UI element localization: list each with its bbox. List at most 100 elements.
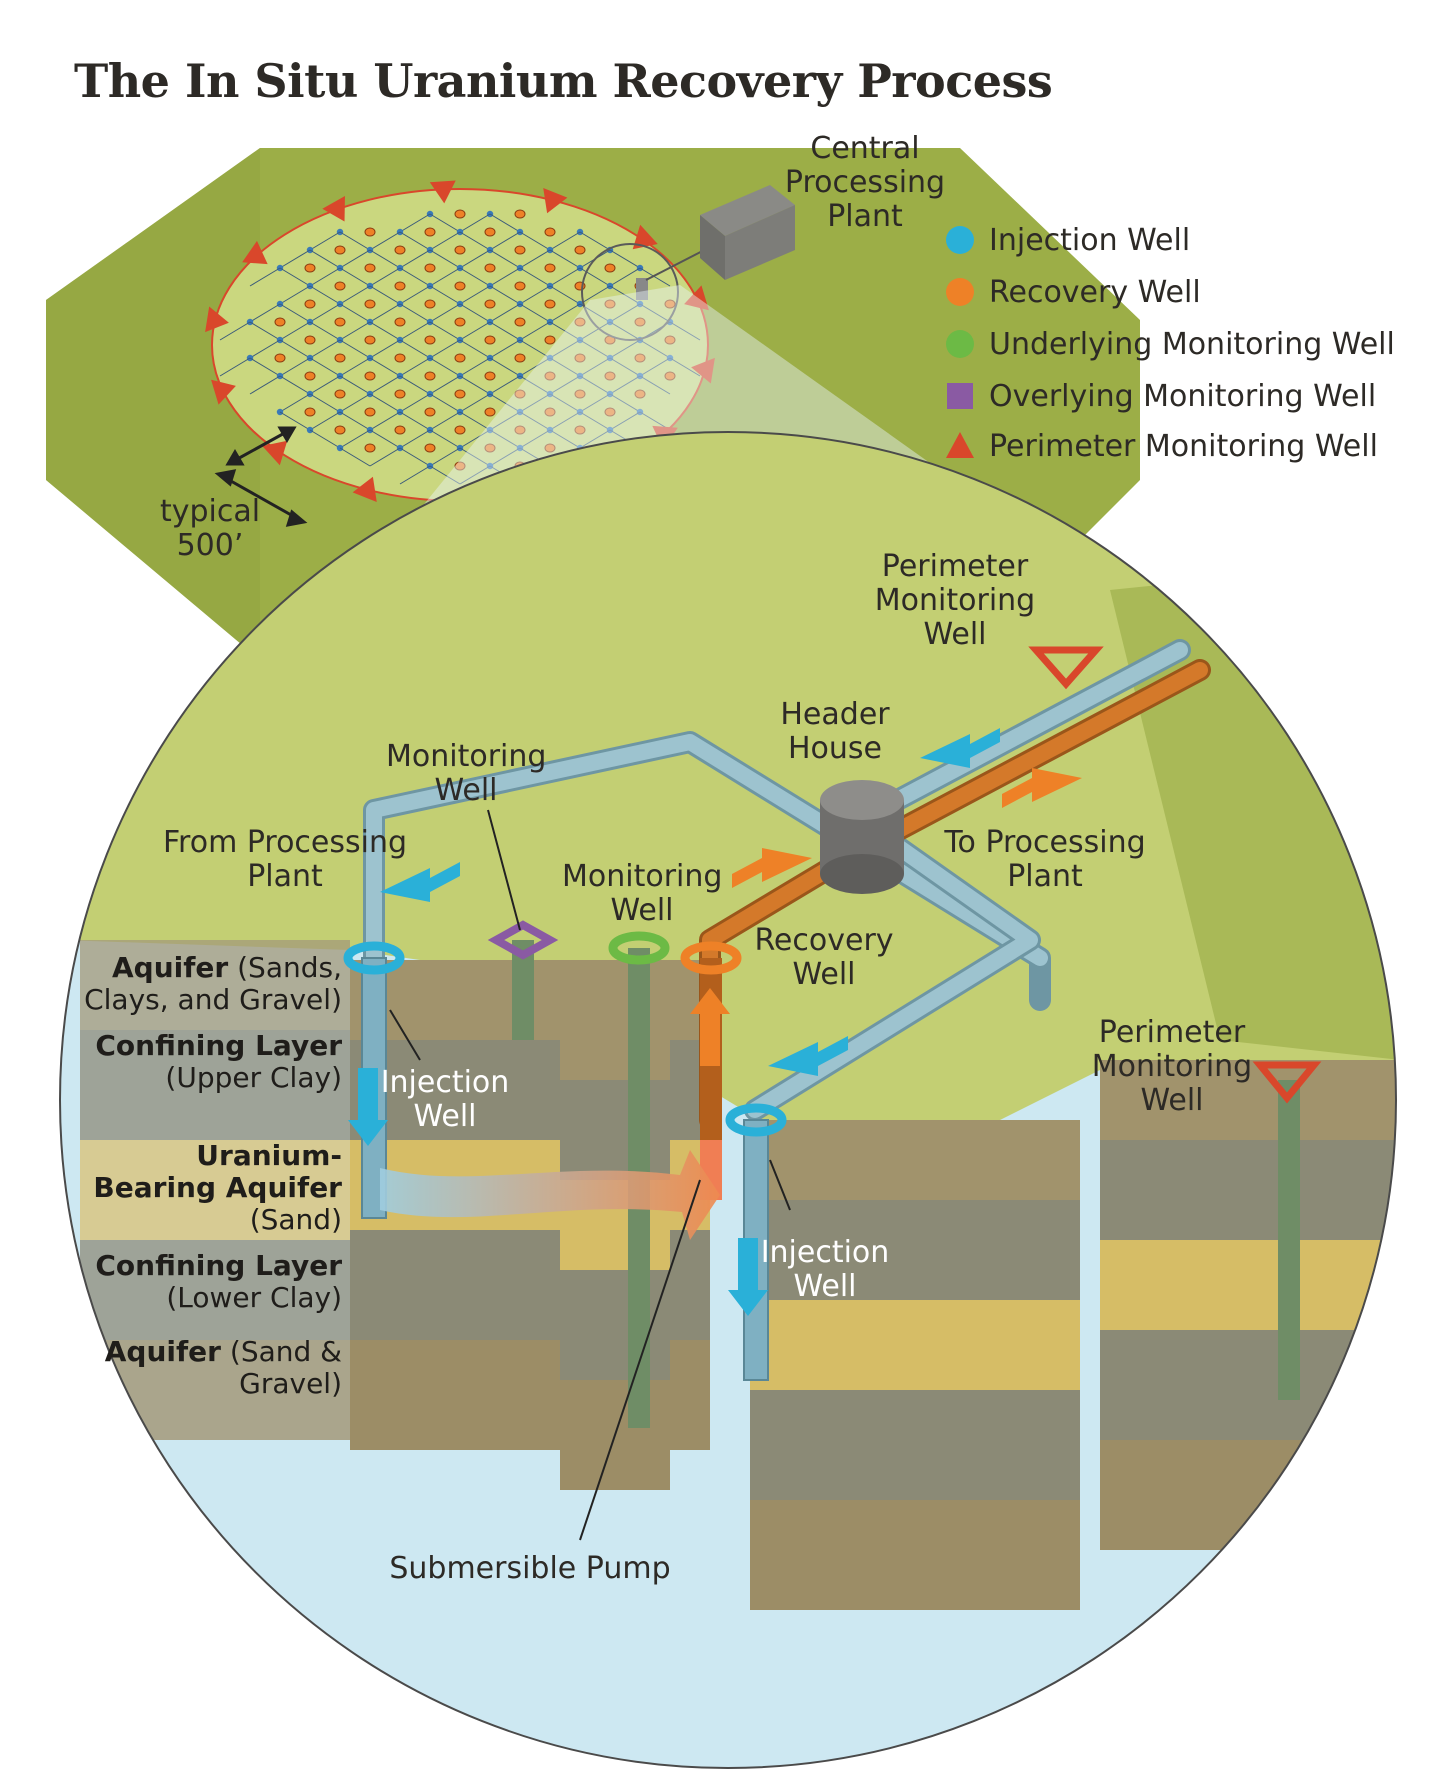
map-recovery-dot [664,335,676,345]
map-recovery-dot [364,299,376,309]
map-grid-line [549,375,581,395]
map-grid-line [399,285,431,305]
map-grid-line [399,321,431,341]
map-grid-line [309,393,341,413]
map-grid-line [549,267,581,287]
map-grid-line [489,213,521,233]
map-recovery-dot [514,245,526,255]
header-house-label: Header House [780,697,890,766]
legend-item-injection: Injection Well [945,220,1190,260]
stratum-label-5: Aquifer (Sand & Gravel) [104,1335,342,1400]
map-grid-line [309,249,341,269]
map-grid-line [609,321,641,341]
map-grid-line [339,393,371,413]
map-grid-line [519,357,551,377]
map-perimeter-triangle [632,224,658,250]
map-recovery-dot [514,281,526,291]
map-perimeter-triangle [262,440,288,466]
map-grid-line [309,321,341,341]
map-recovery-dot [364,335,376,345]
map-recovery-dot [364,263,376,273]
map-grid-line [429,303,461,323]
perimeter-well-label-right: Perimeter Monitoring Well [1091,1015,1253,1118]
map-grid-line [579,231,611,251]
map-grid-line [549,357,581,377]
map-grid-line [309,267,341,287]
map-grid-line [399,429,431,449]
map-grid-line [429,429,461,449]
map-recovery-dot [454,389,466,399]
map-recovery-dot [424,443,436,453]
map-recovery-dot [484,443,496,453]
map-perimeter-triangle [242,240,268,265]
map-recovery-dot [364,407,376,417]
pipes [363,639,1211,1131]
map-grid-line [279,411,311,431]
map-recovery-dot [424,371,436,381]
map-grid-line [579,411,611,431]
map-recovery-dot [574,425,586,435]
perimeter-marker-top [1028,646,1104,690]
map-grid-line [309,357,341,377]
map-recovery-dot [514,425,526,435]
map-perimeter-triangle [352,476,377,503]
map-grid-line [519,393,551,413]
map-recovery-dot [424,263,436,273]
map-recovery-dot [664,371,676,381]
map-grid-line [459,465,491,485]
map-recovery-dot [274,317,286,327]
map-grid-line [579,375,611,395]
map-grid-line [489,267,521,287]
map-grid-line [339,429,371,449]
map-recovery-dot [484,263,496,273]
to-plant-label: To Processing Plant [944,825,1146,894]
map-grid-line [369,249,401,269]
map-grid-line [489,447,521,467]
map-grid-line [369,321,401,341]
map-grid-line [369,393,401,413]
injection-collar-right [725,1103,787,1137]
arrow-branch [768,1036,848,1076]
map-recovery-dot [514,317,526,327]
map-grid-line [339,267,371,287]
map-grid-line [459,411,491,431]
legend-label: Underlying Monitoring Well [989,326,1395,362]
map-grid-line [579,393,611,413]
map-grid-line [459,357,491,377]
map-grid-line [489,231,521,251]
map-grid-line [399,411,431,431]
well-grid [219,209,701,485]
map-grid-line [549,303,581,323]
map-grid-line [549,249,581,269]
map-grid-line [429,411,461,431]
map-grid-line [519,249,551,269]
map-grid-line [339,375,371,395]
map-grid-line [339,339,371,359]
monitoring-well-label-mid: Monitoring Well [562,859,723,928]
map-grid-line [339,285,371,305]
legend-underlying-icon [946,330,974,358]
map-grid-line [399,465,431,485]
map-grid-line [639,357,671,377]
map-grid-line [489,375,521,395]
map-recovery-dot [424,335,436,345]
legend-perimeter-icon [946,432,974,458]
submersible-pump-label: Submersible Pump [389,1551,671,1586]
map-grid-line [519,375,551,395]
zoom-scene [60,432,1396,1768]
map-grid-line [609,393,641,413]
map-recovery-dot [334,281,346,291]
map-grid-line [489,357,521,377]
map-perimeter-triangle [684,285,709,311]
map-grid-line [429,213,461,233]
stratum-block [1100,1440,1396,1550]
map-grid-line [279,303,311,323]
map-recovery-dot [454,245,466,255]
map-recovery-dot [274,353,286,363]
zoom-circle [581,243,679,341]
map-grid-line [429,339,461,359]
map-recovery-dot [574,353,586,363]
header-house [820,780,904,894]
legend-label: Recovery Well [989,274,1201,310]
